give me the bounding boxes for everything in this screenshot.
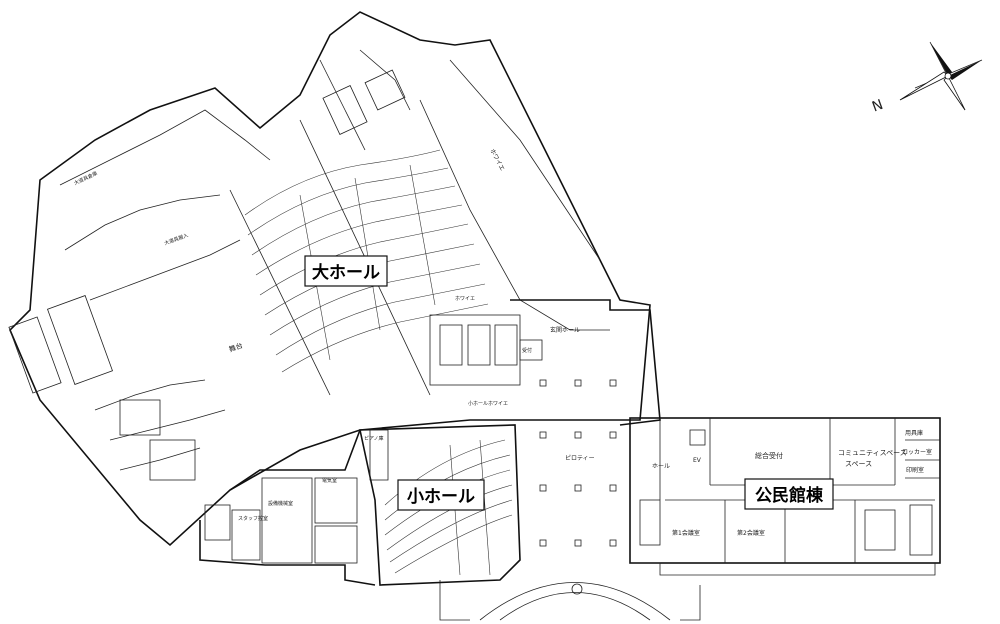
equipment-room-label: 設備機械室 — [268, 500, 293, 507]
large-hall-label: 大ホール — [312, 262, 380, 283]
community-space-label-2: スペース — [845, 460, 872, 468]
piano-room-label: ピアノ庫 — [364, 435, 384, 442]
meeting-room-1-label: 第1会議室 — [672, 529, 700, 537]
ev-label: EV — [693, 457, 702, 464]
large-hall-foyer-label: ホワイエ — [455, 296, 475, 302]
reception-label: 受付 — [522, 347, 532, 354]
stage-label: 舞台 — [228, 341, 244, 354]
small-hall-foyer-label: 小ホールホワイエ — [468, 400, 508, 407]
staff-room-label: スタッフ控室 — [238, 515, 268, 522]
piloti-area — [429, 299, 661, 547]
storage-label: 用具庫 — [905, 429, 923, 437]
community-hall-label: ホール — [652, 463, 670, 470]
service-rooms — [199, 429, 376, 586]
community-building-title: 公民館棟 — [744, 478, 834, 510]
small-hall-title: 小ホール — [397, 479, 485, 511]
large-prop-storage-label: 大道具搬入 — [163, 232, 189, 247]
compass-rose: N — [870, 41, 983, 116]
community-space-label: コミュニティスペース — [838, 449, 907, 457]
small-hall-label: 小ホール — [407, 487, 475, 507]
piloti-label: ピロティー — [565, 455, 595, 462]
general-reception-label: 総合受付 — [755, 451, 783, 460]
monitor-room-label: 電気室 — [322, 477, 337, 484]
community-building-label: 公民館棟 — [755, 485, 824, 506]
main-entrance-hall-label: 玄関ホール — [550, 326, 580, 334]
compass-north-label: N — [870, 97, 885, 116]
locker-room-label: ロッカー室 — [902, 448, 932, 456]
large-hall-title: 大ホール — [304, 255, 388, 287]
meeting-room-2-label: 第2会議室 — [737, 529, 765, 537]
room-labels: 舞台 大道具搬入 大道具倉庫 ホワイエ ホワイエ 玄関ホール 受付 小ホールホワ… — [73, 148, 932, 537]
entrance-driveway — [439, 580, 701, 621]
print-room-label: 印刷室 — [906, 466, 924, 474]
foyer-label: ホワイエ — [488, 148, 505, 172]
large-hall-block — [8, 11, 651, 547]
